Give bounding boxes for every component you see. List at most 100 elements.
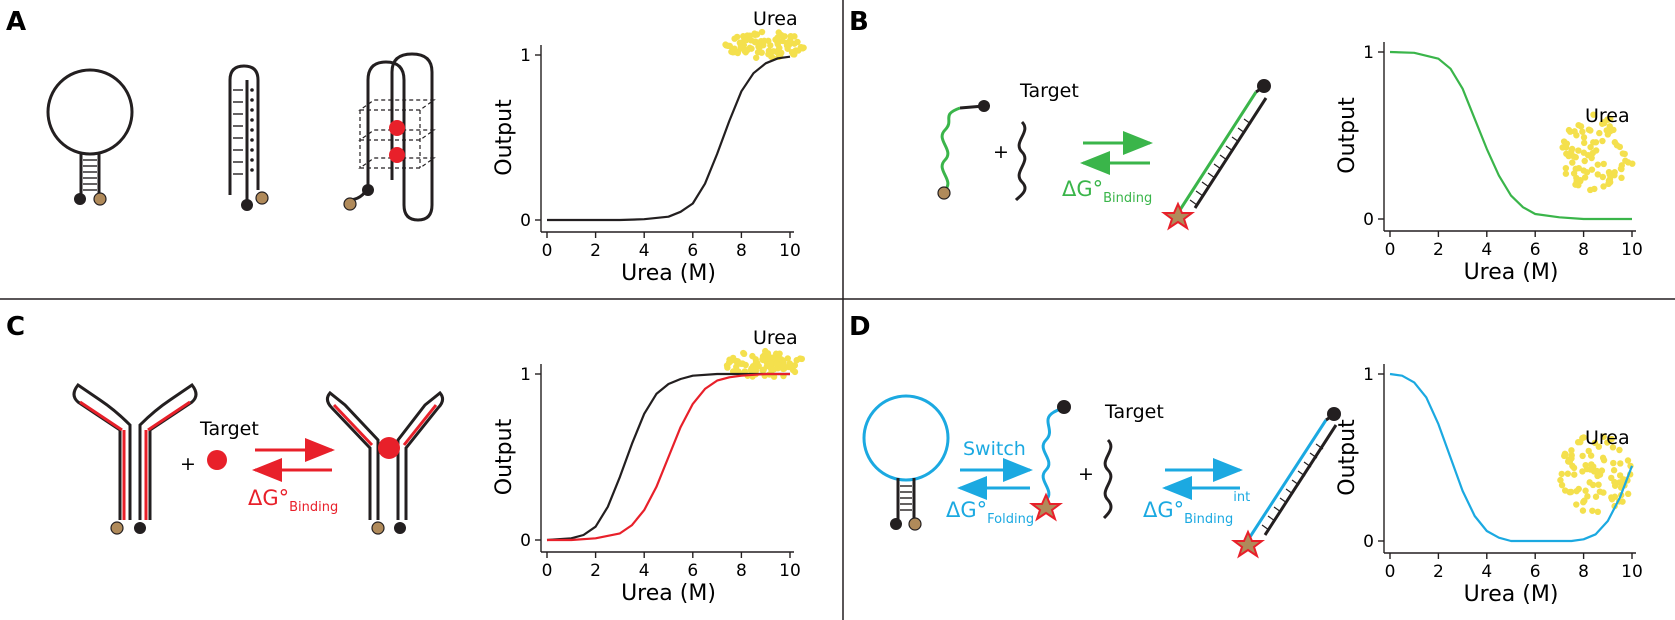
urea-dot	[1565, 458, 1572, 465]
urea-dot	[1573, 174, 1580, 182]
x-tick-label: 6	[687, 561, 698, 581]
urea-dot	[1599, 173, 1607, 181]
x-tick-label: 8	[736, 241, 747, 261]
series-line	[547, 372, 790, 542]
urea-dot	[1610, 467, 1618, 474]
urea-dot	[786, 37, 794, 44]
plus-sign: +	[993, 141, 1009, 163]
urea-dot	[1600, 183, 1607, 190]
switch-label: Switch	[963, 438, 1026, 460]
urea-dot	[1580, 498, 1587, 505]
target-strand	[1102, 438, 1113, 520]
urea-dot	[1609, 444, 1617, 451]
urea-dot	[1573, 487, 1580, 495]
quencher-dot	[1057, 400, 1071, 414]
urea-dot	[731, 35, 738, 42]
urea-dot	[725, 359, 733, 366]
urea-dot	[1611, 172, 1618, 179]
urea-dot	[1565, 152, 1572, 160]
urea-dot	[1575, 147, 1582, 154]
y-tick-label: 1	[520, 365, 531, 385]
x-tick-label: 0	[542, 241, 553, 261]
urea-dot	[786, 360, 794, 367]
y-axis-label: Output	[492, 418, 517, 495]
panel-label-b: B	[849, 7, 869, 37]
fluorophore-dot	[371, 521, 385, 535]
urea-dot	[1583, 169, 1591, 176]
delta-g-folding: ΔG°Folding	[946, 498, 1034, 527]
target-strand	[1014, 120, 1027, 202]
urea-dot	[1599, 137, 1606, 145]
three-way-junction-unbound	[72, 382, 198, 520]
delta-g-binding: ΔG°Binding	[1062, 177, 1152, 206]
urea-dot	[1608, 496, 1616, 503]
panel-label-c: C	[6, 312, 25, 342]
three-way-junction-bound	[325, 390, 445, 520]
urea-dot	[1585, 447, 1592, 455]
urea-dot	[796, 355, 804, 362]
urea-dot	[758, 28, 766, 36]
quencher-dot	[362, 184, 374, 196]
urea-dot	[1618, 174, 1625, 182]
series-line	[1389, 372, 1634, 543]
cation-dot	[389, 147, 405, 163]
x-tick-label: 10	[779, 561, 801, 581]
urea-dot	[791, 368, 799, 376]
urea-dot	[1579, 507, 1587, 514]
urea-dot	[1589, 481, 1597, 489]
urea-dot	[754, 359, 761, 367]
x-tick-label: 2	[590, 241, 601, 261]
urea-dot	[1572, 154, 1579, 161]
x-axis-label: Urea (M)	[1464, 582, 1559, 607]
fluorophore-dot	[93, 192, 107, 206]
urea-dot	[1569, 159, 1576, 166]
urea-dot	[1620, 476, 1627, 483]
urea-dot	[1599, 120, 1606, 127]
fluorophore-dot	[908, 517, 922, 531]
x-tick-label: 8	[1578, 240, 1589, 260]
urea-dot	[734, 358, 742, 365]
urea-dot	[724, 364, 731, 371]
urea-dot	[780, 362, 788, 369]
y-tick-label: 0	[520, 211, 531, 231]
panel-c-diagrams: + Target ΔG°Binding	[72, 382, 445, 535]
urea-dot	[1606, 178, 1614, 186]
x-axis-label: Urea (M)	[621, 261, 716, 286]
urea-dot	[764, 351, 772, 359]
y-axis-label: Output	[1335, 97, 1360, 174]
urea-dot	[1594, 171, 1601, 178]
urea-dot	[1624, 490, 1632, 498]
urea-dot	[1581, 157, 1588, 165]
urea-dot	[1582, 487, 1589, 494]
urea-dot	[1591, 185, 1598, 193]
urea-dot	[1585, 126, 1593, 133]
x-tick-label: 4	[1481, 240, 1492, 260]
urea-dot	[1566, 488, 1573, 496]
urea-dot	[1568, 145, 1576, 153]
urea-dot	[723, 42, 730, 49]
x-tick-label: 6	[1530, 562, 1541, 582]
urea-dot	[1593, 467, 1601, 475]
urea-dot	[759, 356, 766, 363]
urea-dot	[1570, 464, 1578, 472]
quencher-dot	[394, 522, 406, 534]
urea-dot	[1563, 140, 1571, 147]
urea-label: Urea	[1585, 427, 1630, 449]
stem-loop-structure	[46, 68, 134, 206]
urea-dot	[1579, 452, 1586, 460]
urea-dot	[760, 366, 767, 373]
stem-loop-loop	[862, 394, 950, 482]
urea-dot	[1562, 164, 1570, 172]
x-tick-label: 4	[639, 561, 650, 581]
target-label: Target	[1019, 80, 1079, 102]
panel-d-diagrams: Switch ΔG°Folding + Target ΔG°Bindingint	[862, 394, 1341, 559]
fluorophore-dot	[937, 186, 951, 200]
urea-dot	[767, 42, 774, 49]
urea-dot	[1573, 501, 1580, 508]
urea-dot	[1592, 493, 1600, 500]
urea-dot	[1558, 481, 1566, 489]
urea-dot	[1618, 165, 1625, 173]
